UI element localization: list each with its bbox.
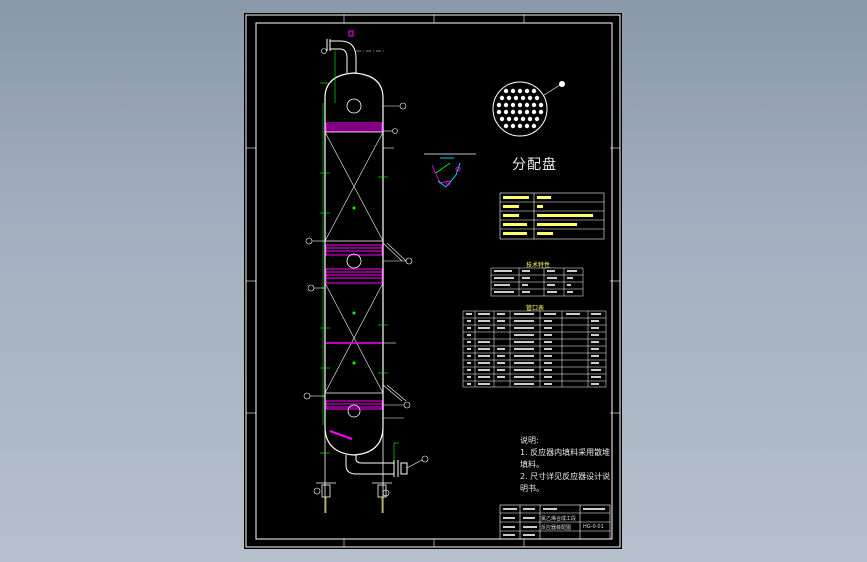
column-shell — [322, 72, 384, 456]
top-inlet-pipe — [326, 30, 384, 73]
title-block-cells — [503, 508, 605, 536]
manway-mid — [346, 253, 362, 269]
detail-view-a — [424, 153, 476, 188]
bottom-outlet-pipe — [345, 442, 408, 477]
nozzle-leaders — [303, 48, 429, 497]
design-data-cells — [503, 196, 593, 235]
detail-title: 分配盘 — [512, 157, 557, 173]
zone-ticks — [246, 15, 620, 547]
drawing-sheet: 分配盘 技术特性 管口表 说明: 1. 反应器内填料采用散堆填料。 2. 尺寸详… — [244, 13, 622, 549]
cad-drawing — [245, 14, 621, 548]
notes-line-2: 2. 尺寸详见反应器设计说明书。 — [520, 472, 611, 493]
support-legs — [316, 428, 392, 513]
inner-dots — [352, 206, 356, 365]
tray-bands — [325, 122, 383, 440]
manway-top — [346, 98, 362, 114]
nozzle-table-cells — [466, 313, 601, 385]
design-data-table — [499, 192, 605, 240]
manway-bottom — [347, 404, 361, 418]
title-block-drawing-no: HG-0-01 — [583, 524, 604, 530]
notes-line-1: 1. 反应器内填料采用散堆填料。 — [520, 448, 611, 469]
plate-holes — [496, 88, 544, 129]
tech-spec-table-title: 技术特性 — [526, 262, 551, 269]
tech-spec-table — [490, 267, 584, 297]
title-block-project: 氯乙烯合成工段 — [541, 516, 577, 522]
nozzle-table-title: 管口表 — [526, 305, 545, 312]
notes-heading: 说明: — [520, 436, 539, 445]
tech-spec-cells — [494, 270, 577, 293]
title-block-drawing-name: 反应器装配图 — [541, 525, 572, 531]
title-block — [499, 504, 611, 540]
green-connection-marks — [320, 82, 388, 454]
distributor-plate-detail — [492, 81, 565, 137]
nozzle-table — [462, 310, 607, 388]
